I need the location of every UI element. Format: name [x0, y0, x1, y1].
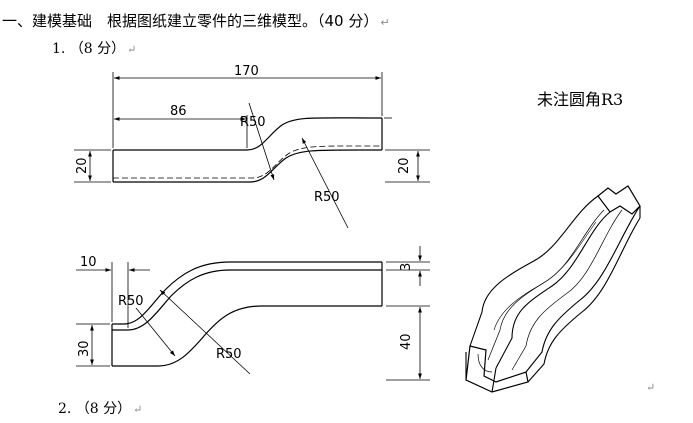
front-profile-bottom [113, 149, 383, 183]
dim-30: 30 [77, 340, 92, 357]
fillet-note: 未注圆角R3 [537, 90, 624, 109]
dim-10: 10 [80, 255, 97, 270]
dim-86: 86 [170, 104, 187, 119]
top-dimensions: 10 R50 R50 3 30 40 [76, 246, 430, 381]
section-heading: 一、建模基础 根据图纸建立零件的三维模型。（40 分）↵ [2, 10, 390, 31]
dim-3: 3 [399, 263, 414, 271]
item-2-label: 2. （8 分） [58, 401, 132, 417]
item-2: 2. （8 分）↵ [58, 398, 142, 418]
iso-top-end [597, 185, 641, 215]
dim-r50-bottom-leader [301, 137, 349, 229]
dim-20-left: 20 [75, 157, 90, 174]
dim-r50-left: R50 [118, 294, 144, 309]
top-profile-inner [112, 269, 382, 331]
dim-r50-lower-leader [159, 289, 251, 375]
front-dimensions: 170 86 R50 R50 20 20 [74, 64, 430, 229]
front-view [112, 117, 383, 183]
dim-r50-lower: R50 [216, 347, 242, 362]
paragraph-mark: ↵ [133, 403, 143, 416]
isometric-view [465, 185, 641, 393]
paragraph-mark: ↵ [380, 16, 390, 29]
dim-170: 170 [234, 64, 259, 79]
front-hidden-line [113, 145, 381, 179]
dim-r50-left-leader [135, 307, 176, 357]
dim-r50-bottom: R50 [314, 190, 340, 205]
paragraph-mark: ↵ [646, 381, 656, 394]
dim-r50-top-leader [248, 102, 275, 181]
front-profile-top [113, 117, 383, 151]
iso-bottom-end [465, 345, 529, 393]
top-view [111, 261, 383, 367]
paragraph-mark: ↵ [127, 43, 137, 56]
dim-r50-top: R50 [240, 115, 266, 130]
item-1: 1. （8 分）↵ [52, 38, 136, 58]
item-1-label: 1. （8 分） [52, 41, 126, 57]
top-profile-lower [112, 305, 382, 367]
dim-20-right: 20 [397, 157, 412, 174]
dim-40: 40 [399, 333, 414, 350]
heading-text: 一、建模基础 根据图纸建立零件的三维模型。（40 分） [2, 12, 379, 30]
top-profile-outer [112, 261, 382, 325]
